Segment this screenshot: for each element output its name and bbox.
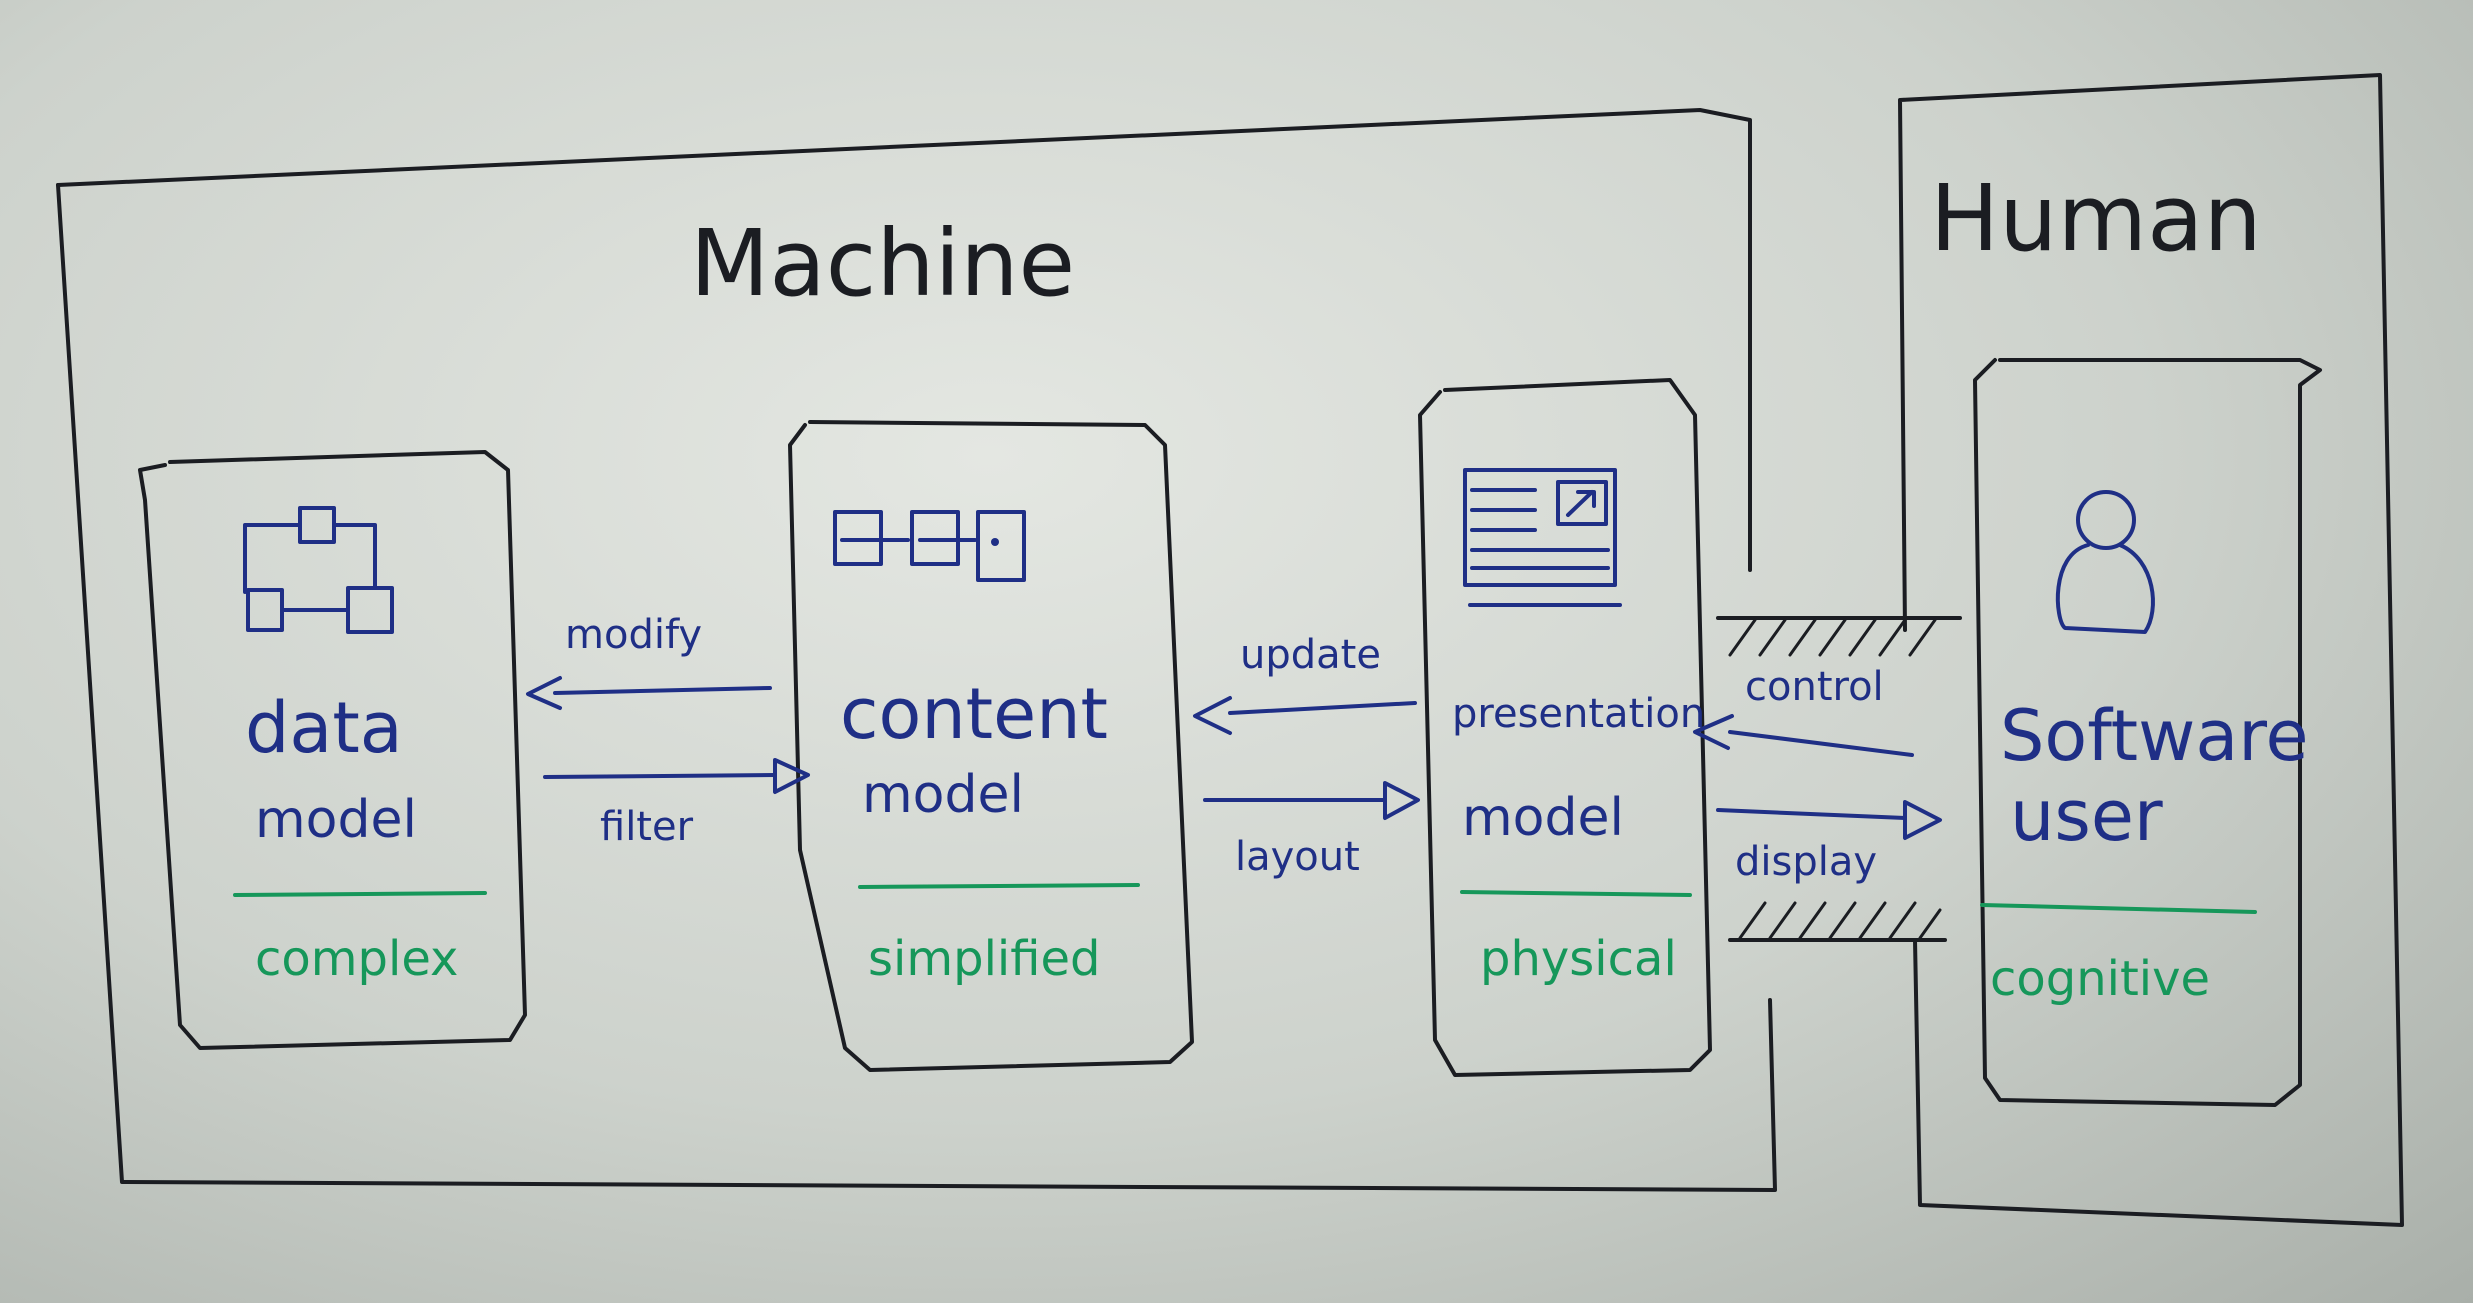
modify-label: modify [565,612,702,658]
presentation-model-sub: model [1462,788,1624,848]
document-icon [1463,468,1622,607]
human-region: Human [1898,73,2404,1227]
control-arrow: control [1693,664,1914,757]
filter-label: filter [600,804,694,850]
content-model-box: content model simplified [788,420,1194,1072]
table-columns-icon [833,510,1026,582]
layout-label: layout [1235,834,1360,880]
software-user-level: cognitive [1990,951,2210,1007]
software-user-border [1973,358,2322,1107]
hierarchy-icon [243,506,394,634]
presentation-model-border [1418,378,1712,1077]
filter-arrow: filter [543,758,810,850]
content-model-divider [858,883,1140,889]
modify-arrow: modify [526,612,772,710]
software-user-divider [1980,903,2257,914]
machine-region: Machine [56,108,1777,1192]
display-label: display [1735,839,1877,885]
content-model-sub: model [862,765,1024,825]
data-model-sub: model [255,790,417,850]
software-user-name: Software [2000,695,2309,777]
display-arrow: display [1716,800,1942,885]
machine-border-top [56,108,1752,572]
data-model-divider [233,891,487,897]
update-arrow: update [1193,632,1417,735]
human-border [1898,73,2404,1227]
interface-hatch-top [1716,616,1962,657]
data-model-box: data model complex [138,450,527,1050]
presentation-model-name: presentation [1452,691,1705,737]
layout-arrow: layout [1203,781,1420,880]
software-user-box: Software user cognitive [1973,358,2322,1107]
user-icon [2055,490,2155,634]
data-model-level: complex [255,931,458,987]
machine-label: Machine [690,210,1075,317]
update-label: update [1240,632,1381,678]
content-model-name: content [840,673,1108,755]
presentation-model-level: physical [1480,931,1677,987]
presentation-model-box: presentation model physical [1418,378,1712,1077]
content-model-level: simplified [868,931,1100,987]
software-user-sub: user [2010,775,2163,857]
machine-border-bottom [56,183,1777,1192]
data-model-name: data [245,687,403,769]
human-label: Human [1930,165,2262,272]
data-model-border [138,450,527,1050]
control-label: control [1745,664,1884,710]
presentation-model-divider [1460,890,1692,897]
interface-hatch-bottom [1728,901,1947,942]
content-model-border [788,420,1194,1072]
